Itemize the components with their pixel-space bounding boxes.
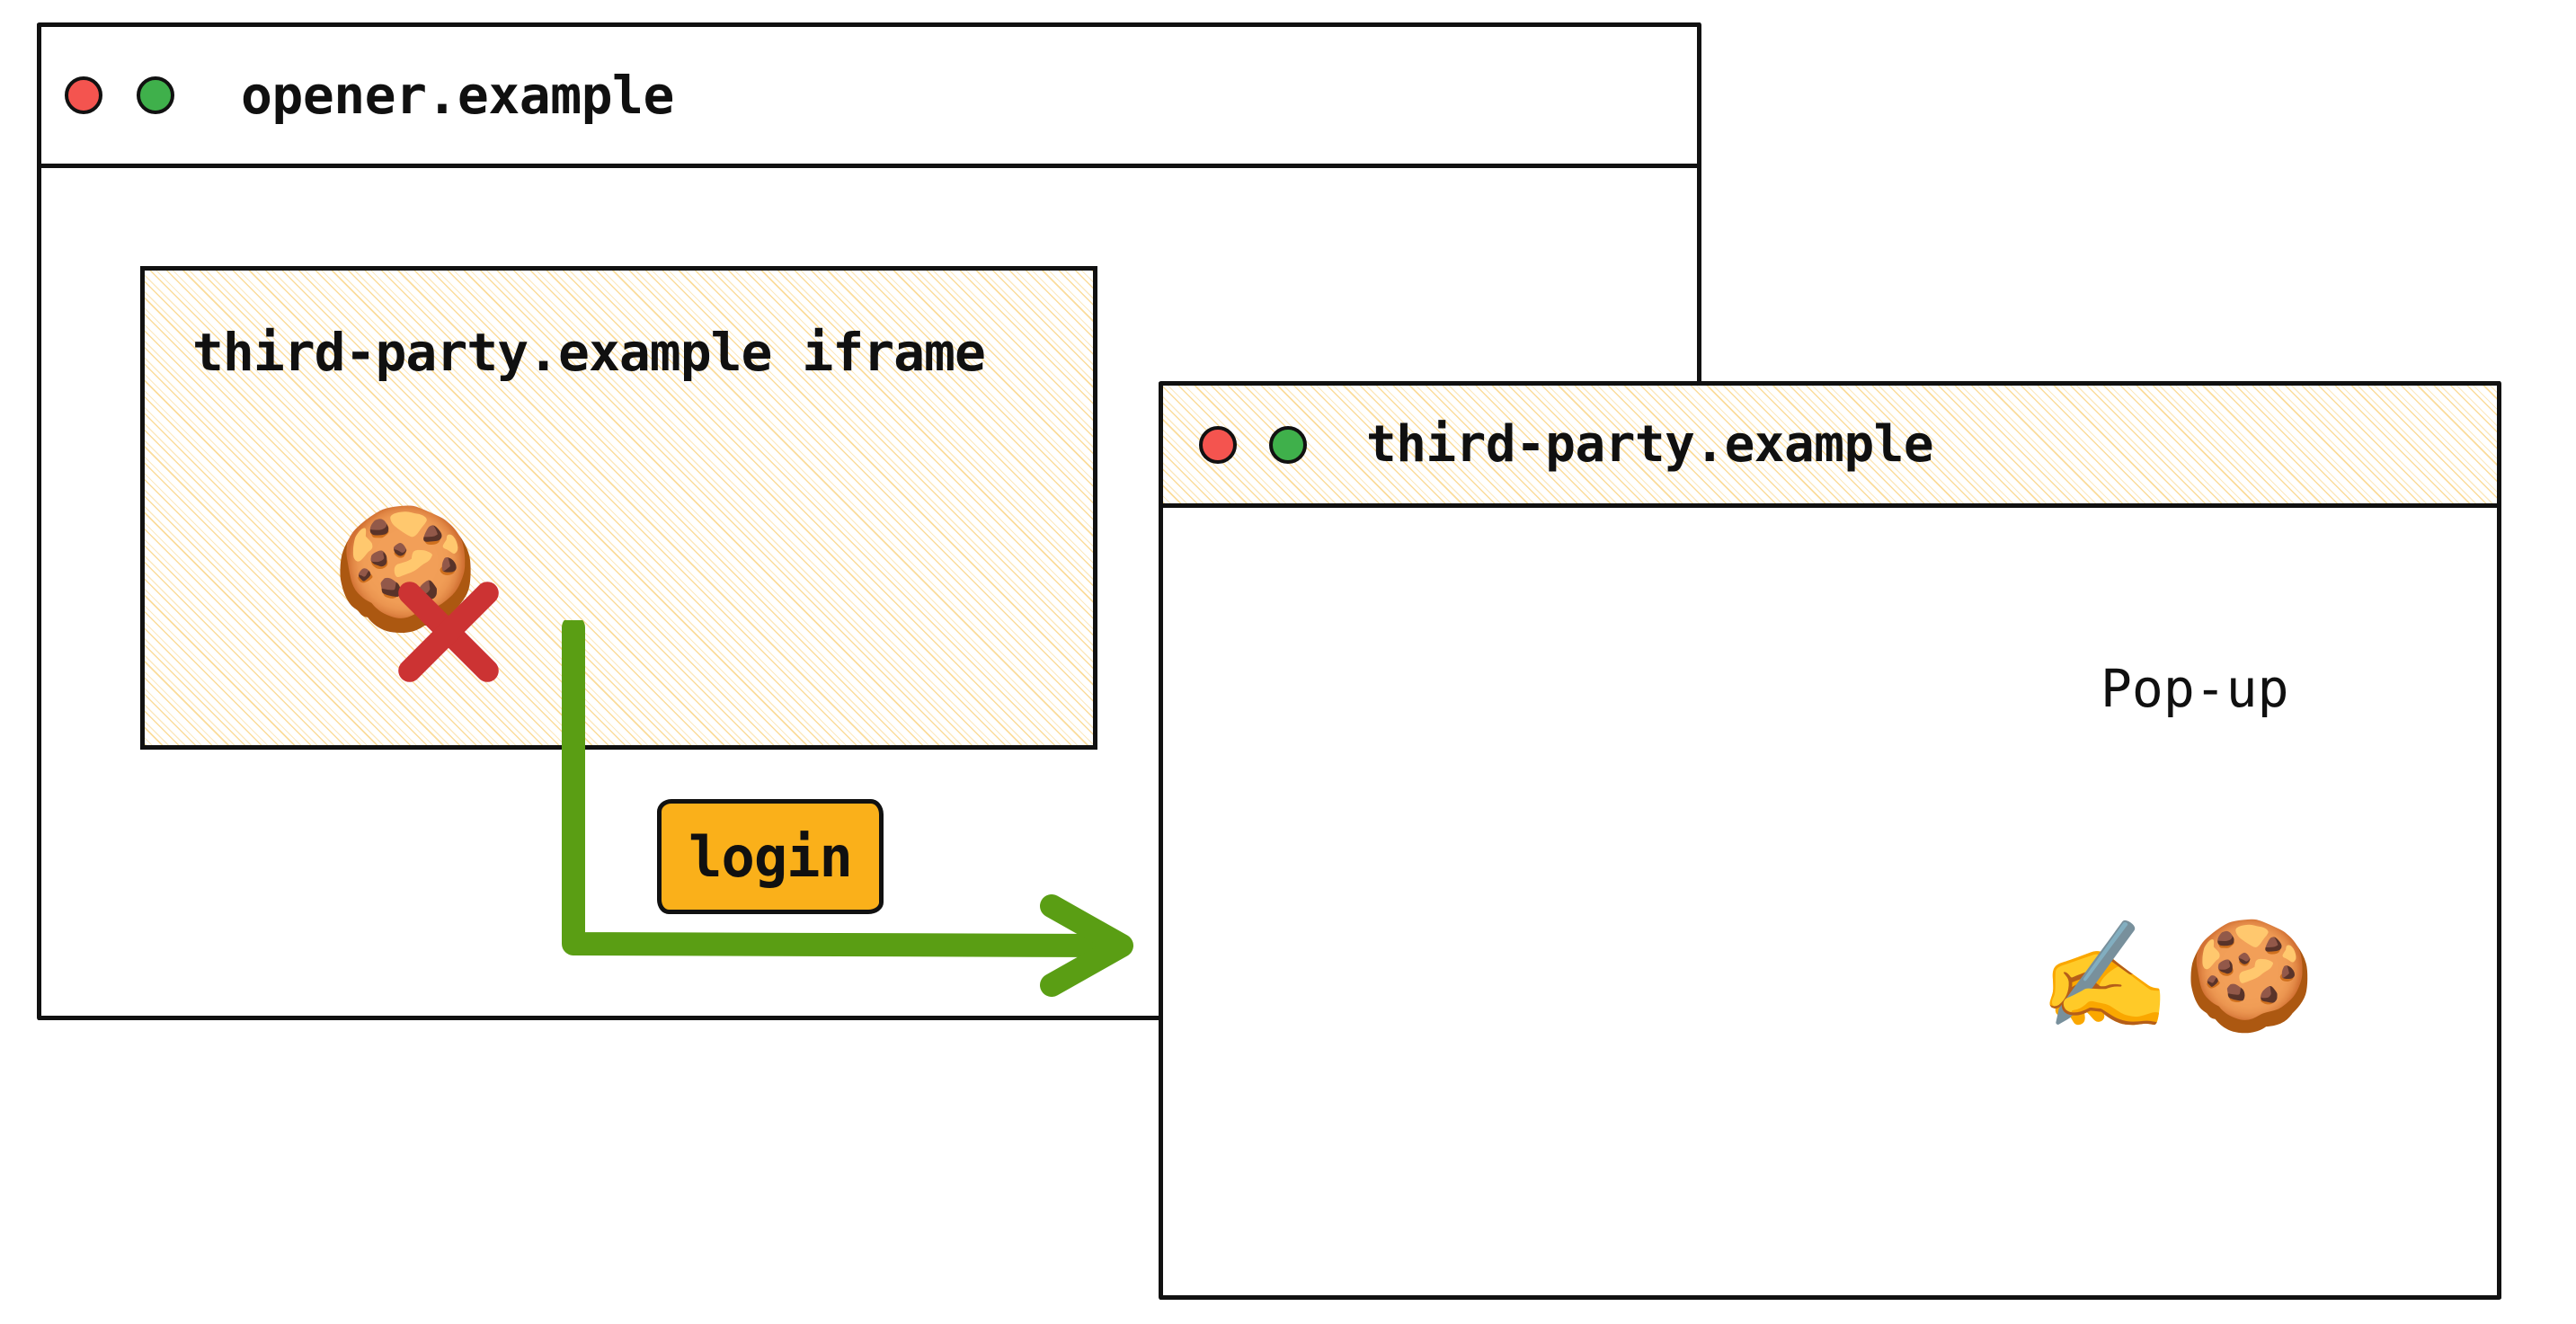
popup-window-body xyxy=(1163,508,2497,1295)
signing-cookie-group: ✍️ 🍪 xyxy=(2039,908,2362,1043)
opener-window-titlebar: opener.example xyxy=(41,27,1697,168)
writing-hand-icon: ✍️ xyxy=(2039,913,2171,1037)
iframe-login-button[interactable]: login xyxy=(657,799,884,914)
popup-window-titlebar: third-party.example xyxy=(1163,386,2497,508)
iframe-title: third-party.example iframe xyxy=(192,322,986,383)
maximize-dot[interactable] xyxy=(1269,425,1307,464)
third-party-iframe: third-party.example iframe 🍪 login xyxy=(140,266,1097,914)
close-dot[interactable] xyxy=(65,76,102,114)
popup-annotation-label: Pop-up xyxy=(2101,658,2289,719)
popup-window-title: third-party.example xyxy=(1366,414,1934,474)
maximize-dot[interactable] xyxy=(137,76,174,114)
close-dot[interactable] xyxy=(1199,425,1237,464)
cross-mark-icon xyxy=(398,582,499,682)
popup-window: third-party.example xyxy=(1159,381,2501,1300)
opener-window-title: opener.example xyxy=(241,65,674,126)
cookie-icon: 🍪 xyxy=(332,500,480,638)
cookie-icon: 🍪 xyxy=(2182,913,2315,1037)
blocked-cookie-group: 🍪 xyxy=(332,500,511,682)
